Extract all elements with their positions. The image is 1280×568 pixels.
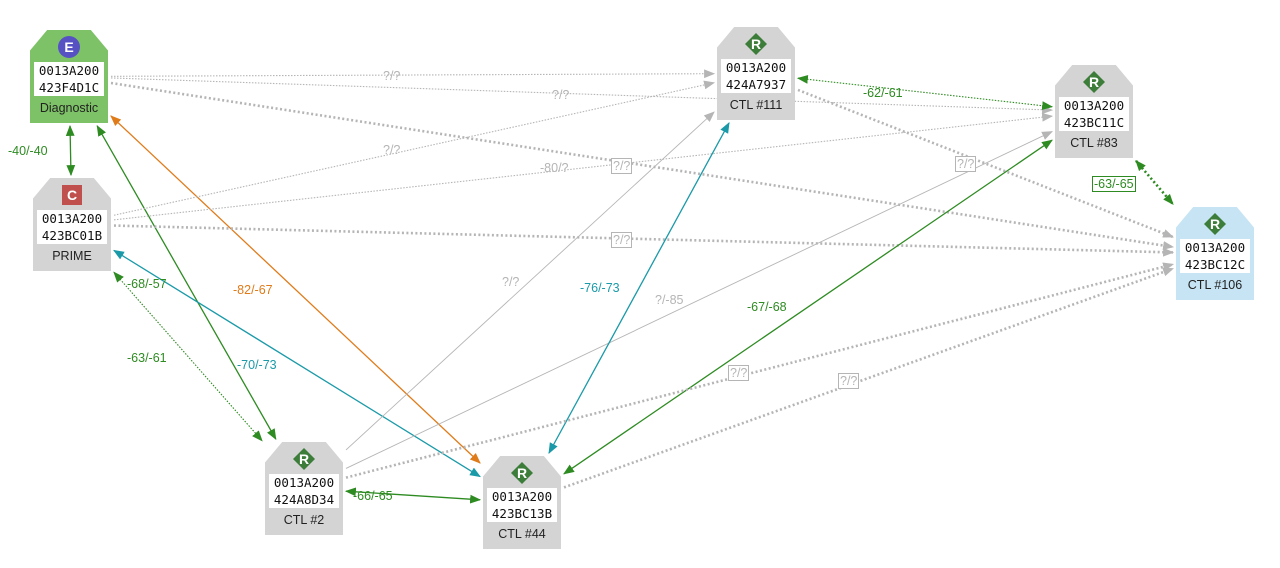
address-low: 423BC01B xyxy=(41,228,103,243)
link-signal-label: -80/? xyxy=(540,161,569,175)
link-ctl2-ctl44[interactable] xyxy=(344,487,482,504)
router-badge-icon: R xyxy=(1083,71,1105,93)
link-signal-label: ?/? xyxy=(611,158,633,174)
link-ctl44-ctl83[interactable] xyxy=(563,139,1053,475)
router-badge-icon: R xyxy=(1204,213,1226,235)
coordinator-badge-icon: C xyxy=(61,184,83,206)
link-signal-label: -76/-73 xyxy=(580,281,620,295)
badge-letter: R xyxy=(1089,74,1099,90)
link-signal-label: -70/-73 xyxy=(237,358,277,372)
address-high: 0013A200 xyxy=(725,60,787,75)
device-address: 0013A200 423BC11C xyxy=(1059,97,1129,131)
device-role: CTL #83 xyxy=(1070,136,1118,150)
router-badge-icon: R xyxy=(293,448,315,470)
link-ctl83-ctl106[interactable] xyxy=(1135,159,1174,206)
link-ctl2-ctl106[interactable] xyxy=(345,262,1175,479)
address-high: 0013A200 xyxy=(491,489,553,504)
link-prime-ctl106[interactable] xyxy=(113,224,1175,257)
link-ctl2-ctl111[interactable] xyxy=(345,111,715,451)
link-signal-label: -82/-67 xyxy=(233,283,273,297)
device-address: 0013A200 424A8D34 xyxy=(269,474,339,508)
link-prime-ctl44[interactable] xyxy=(113,249,481,478)
link-diag-ctl83[interactable] xyxy=(110,77,1054,115)
link-signal-label: -63/-65 xyxy=(1092,176,1136,192)
link-signal-label: -66/-65 xyxy=(353,489,393,503)
link-signal-label: ?/? xyxy=(383,143,401,157)
link-prime-ctl83[interactable] xyxy=(113,112,1054,221)
address-high: 0013A200 xyxy=(1184,240,1246,255)
address-low: 423BC11C xyxy=(1063,115,1125,130)
link-diag-prime[interactable] xyxy=(65,124,76,177)
device-node-ctl44[interactable]: R 0013A200 423BC13B CTL #44 xyxy=(483,456,561,549)
link-ctl111-ctl83[interactable] xyxy=(796,74,1054,111)
device-role: CTL #2 xyxy=(283,513,325,527)
link-signal-label: ?/? xyxy=(838,373,860,389)
link-signal-label: ?/? xyxy=(502,275,520,289)
device-role: PRIME xyxy=(52,249,92,263)
link-signal-label: ?/-85 xyxy=(655,293,684,307)
link-signal-label: -63/-61 xyxy=(127,351,167,365)
device-role: CTL #111 xyxy=(729,98,783,112)
endpoint-badge-icon: E xyxy=(58,36,80,58)
address-low: 423BC12C xyxy=(1184,257,1246,272)
badge-letter: R xyxy=(517,465,527,481)
link-ctl44-ctl111[interactable] xyxy=(548,122,730,454)
link-diag-ctl111[interactable] xyxy=(110,69,716,79)
address-high: 0013A200 xyxy=(273,475,335,490)
link-signal-label: ?/? xyxy=(383,69,401,83)
link-diag-ctl106[interactable] xyxy=(110,81,1175,250)
device-role: CTL #44 xyxy=(498,527,546,541)
badge-letter: C xyxy=(67,187,77,203)
router-badge-icon: R xyxy=(745,33,767,55)
device-address: 0013A200 423BC12C xyxy=(1180,239,1250,273)
badge-letter: E xyxy=(64,39,73,55)
badge-letter: R xyxy=(1210,216,1220,232)
link-signal-label: ?/? xyxy=(955,156,977,172)
address-low: 424A7937 xyxy=(725,77,787,92)
address-low: 424A8D34 xyxy=(273,492,335,507)
device-node-ctl106[interactable]: R 0013A200 423BC12C CTL #106 xyxy=(1176,207,1254,300)
badge-letter: R xyxy=(751,36,761,52)
link-signal-label: -40/-40 xyxy=(8,144,48,158)
router-badge-icon: R xyxy=(511,462,533,484)
link-prime-ctl111[interactable] xyxy=(113,80,716,216)
device-node-diag[interactable]: E 0013A200 423F4D1C Diagnostic xyxy=(30,30,108,123)
address-high: 0013A200 xyxy=(38,63,100,78)
address-high: 0013A200 xyxy=(1063,98,1125,113)
device-node-ctl83[interactable]: R 0013A200 423BC11C CTL #83 xyxy=(1055,65,1133,158)
address-low: 423BC13B xyxy=(491,506,553,521)
device-node-prime[interactable]: C 0013A200 423BC01B PRIME xyxy=(33,178,111,271)
device-address: 0013A200 423F4D1C xyxy=(34,62,104,96)
address-high: 0013A200 xyxy=(41,211,103,226)
badge-letter: R xyxy=(299,451,309,467)
device-address: 0013A200 423BC13B xyxy=(487,488,557,522)
device-role: Diagnostic xyxy=(39,101,99,115)
link-signal-label: ?/? xyxy=(611,232,633,248)
link-signal-label: ?/? xyxy=(728,365,750,381)
device-address: 0013A200 423BC01B xyxy=(37,210,107,244)
link-signal-label: -62/-61 xyxy=(863,86,903,100)
device-address: 0013A200 424A7937 xyxy=(721,59,791,93)
link-signal-label: ?/? xyxy=(552,88,570,102)
link-signal-label: -68/-57 xyxy=(127,277,167,291)
device-role: CTL #106 xyxy=(1187,278,1243,292)
address-low: 423F4D1C xyxy=(38,80,100,95)
link-signal-label: -67/-68 xyxy=(747,300,787,314)
